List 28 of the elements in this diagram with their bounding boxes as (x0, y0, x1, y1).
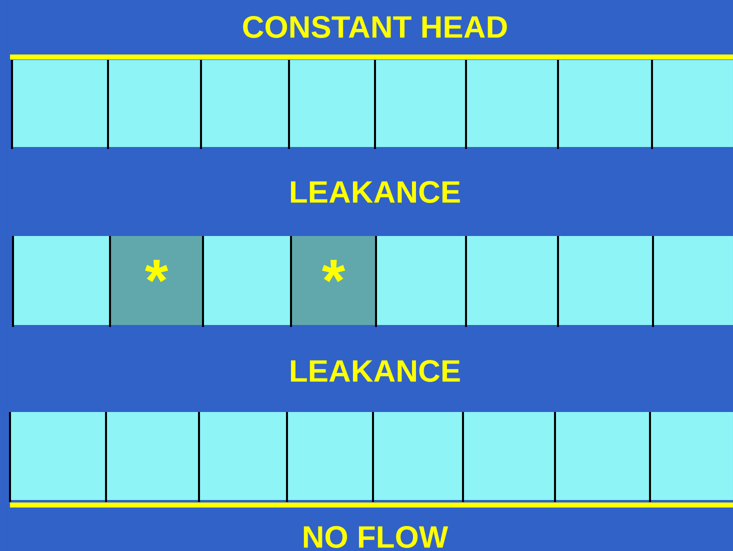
layer-label: NO FLOW (304, 526, 448, 548)
grid-cell (653, 236, 733, 325)
layer-label: CONSTANT HEAD (243, 16, 507, 38)
grid-cell (289, 60, 375, 147)
grid-cell (466, 60, 558, 147)
marked-cell: * (291, 236, 376, 325)
grid-cell (12, 60, 108, 147)
layer-label: LEAKANCE (290, 360, 460, 382)
grid-cell (10, 412, 106, 500)
grid-cell (203, 236, 291, 325)
grid-cell (466, 236, 558, 325)
grid-cell (652, 60, 733, 147)
grid-cell (199, 412, 287, 500)
grid-cell (201, 60, 289, 147)
grid-cell (108, 60, 201, 147)
grid-cell (106, 412, 199, 500)
grid-cell (555, 412, 650, 500)
grid-cell (13, 236, 110, 325)
grid-cell (373, 412, 463, 500)
grid-cell (287, 412, 373, 500)
marked-cell: * (110, 236, 203, 325)
grid-cell (558, 236, 653, 325)
grid-cell (558, 60, 652, 147)
grid-cell (650, 412, 733, 500)
grid-cell (375, 60, 466, 147)
grid-cell (463, 412, 555, 500)
layer-label: LEAKANCE (290, 181, 460, 203)
grid-cell (376, 236, 466, 325)
